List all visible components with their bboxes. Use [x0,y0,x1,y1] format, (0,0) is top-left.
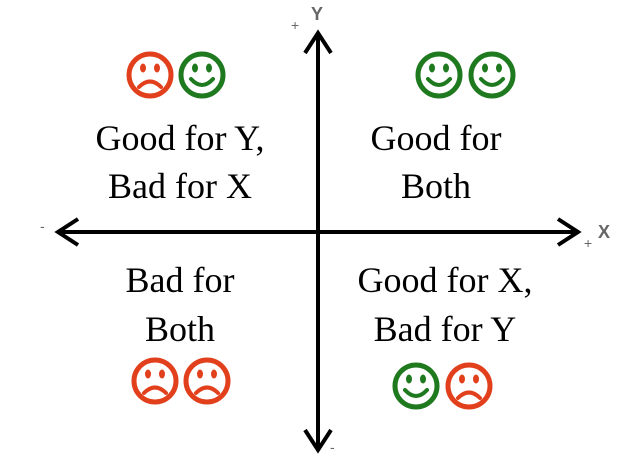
bottom-right-line1: Good for X, [358,260,533,300]
bottom-right-line2: Bad for Y [374,309,517,349]
y-axis-minus-sign: - [330,439,335,455]
quadrant-bottom-left: Bad for Both [126,260,235,405]
bottom-left-line1: Bad for [126,260,235,300]
bottom-right-faces [392,362,493,410]
frowny-face-icon [183,357,231,405]
face-outline [415,51,463,99]
face-mouth [189,77,215,87]
face-right-eye [473,374,479,384]
face-mouth [403,388,429,398]
quadrant-top-right: Good for Both [371,51,516,206]
face-right-eye [211,369,217,379]
top-left-line1: Good for Y, [96,118,265,158]
y-axis-plus-sign: + [291,17,299,33]
face-outline [468,51,516,99]
face-outline [392,362,440,410]
face-mouth [456,390,482,400]
face-left-eye [482,63,488,73]
face-outline [126,51,174,99]
face-outline [178,51,226,99]
face-outline [445,362,493,410]
bottom-left-line2: Both [145,309,215,349]
x-axis-label: X [598,222,610,242]
x-axis-left-arrowhead [54,217,80,247]
smiley-face-icon [392,362,440,410]
face-mouth [479,77,505,87]
y-axis-top-arrowhead [303,29,333,55]
face-left-eye [197,369,203,379]
axes [54,29,582,454]
face-left-eye [140,63,146,73]
face-right-eye [443,63,449,73]
top-left-line2: Bad for X [108,166,252,206]
face-left-eye [192,63,198,73]
x-axis-plus-sign: + [584,235,592,251]
face-outline [131,357,179,405]
frowny-face-icon [126,51,174,99]
x-axis-minus-sign: - [40,218,45,234]
face-right-eye [496,63,502,73]
face-outline [183,357,231,405]
face-right-eye [154,63,160,73]
x-axis-right-arrowhead [556,217,582,247]
face-right-eye [206,63,212,73]
y-axis-label: Y [311,4,323,24]
face-left-eye [429,63,435,73]
face-mouth [137,79,163,89]
frowny-face-icon [445,362,493,410]
smiley-face-icon [415,51,463,99]
bottom-left-faces [131,357,231,405]
quadrant-bottom-right: Good for X, Bad for Y [358,260,533,410]
face-mouth [426,77,452,87]
face-left-eye [459,374,465,384]
quadrant-top-left: Good for Y, Bad for X [96,51,265,206]
smiley-face-icon [178,51,226,99]
smiley-face-icon [468,51,516,99]
face-right-eye [159,369,165,379]
face-mouth [194,385,220,395]
face-left-eye [145,369,151,379]
top-right-line2: Both [401,166,471,206]
frowny-face-icon [131,357,179,405]
top-left-faces [126,51,226,99]
face-mouth [142,385,168,395]
top-right-line1: Good for [371,118,502,158]
top-right-faces [415,51,516,99]
face-left-eye [406,374,412,384]
y-axis-bottom-arrowhead [303,428,333,454]
face-right-eye [420,374,426,384]
